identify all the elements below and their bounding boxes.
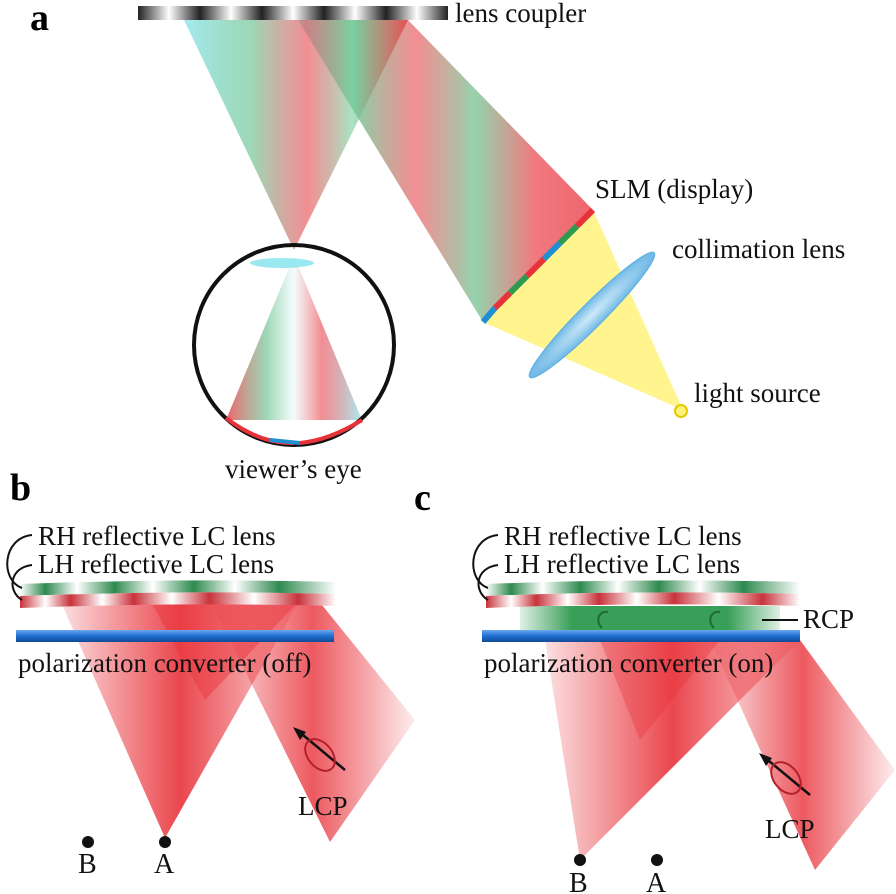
panel-c-rcp-label: RCP: [803, 604, 854, 634]
panel-c-reflected-cone: [545, 640, 800, 860]
panel-b-rh-lc-lens: [20, 580, 336, 596]
panel-c-reflected-cone-b: [600, 640, 720, 740]
panel-b-reflected-cone-a: [60, 600, 300, 838]
panel-c-polarization-converter: [482, 630, 800, 642]
panel-b-lcp-arrow-icon: [293, 727, 346, 772]
lens-coupler-label: lens coupler: [455, 0, 586, 28]
panel-b-lh-bracket: [11, 564, 33, 601]
panel-c-point-a-label: A: [646, 868, 667, 894]
collimation-lens-label: collimation lens: [672, 234, 845, 264]
panel-b-rh-bracket: [6, 534, 33, 589]
panel-b-point-a-label: A: [154, 849, 175, 880]
panel-c-lh-bracket: [477, 564, 499, 601]
panel-c-point-a: [651, 854, 663, 866]
collimation-lens: [528, 251, 656, 379]
panel-b-point-b: [82, 836, 94, 848]
panel-b-reflected-cone-b: [150, 600, 300, 700]
slm-label: SLM (display): [595, 174, 753, 204]
panel-b-converter-label: polarization converter (off): [18, 648, 311, 678]
light-source-dot: [674, 404, 688, 418]
converging-cone: [184, 20, 408, 250]
retina-cone: [226, 256, 362, 420]
panel-b-letter: b: [10, 467, 31, 509]
panel-c-input-beam: [710, 640, 895, 870]
panel-c-lh-lc-lens: [486, 592, 800, 608]
slm-beam: [298, 20, 593, 322]
panel-b-point-b-label: B: [78, 849, 97, 880]
panel-c-point-b: [574, 854, 586, 866]
panel-c-rcp-band: [520, 606, 780, 630]
panel-c-lh-label: LH reflective LC lens: [504, 549, 740, 579]
panel-b-rh-label: RH reflective LC lens: [38, 521, 276, 551]
panel-b-lh-lc-lens: [20, 592, 336, 608]
eye-lens: [250, 258, 314, 268]
panel-c-point-b-label: B: [569, 868, 588, 894]
panel-c-rh-bracket: [472, 534, 499, 589]
lens-coupler: [138, 6, 448, 20]
light-source-label: light source: [694, 378, 821, 408]
retina-image: [224, 416, 364, 446]
viewers-eye-label: viewer’s eye: [225, 454, 362, 484]
panel-c-lcp-label: LCP: [765, 814, 815, 844]
panel-c-rh-lc-lens: [486, 580, 800, 596]
panel-c-lcp-arrow-icon: [759, 753, 811, 796]
panel-b-lcp-label: LCP: [298, 791, 348, 821]
panel-b-lh-label: LH reflective LC lens: [38, 549, 274, 579]
panel-c-converter-label: polarization converter (on): [484, 648, 773, 678]
slm-display: [480, 207, 596, 324]
panel-c-rh-label: RH reflective LC lens: [504, 521, 742, 551]
panel-a-letter: a: [30, 0, 49, 39]
panel-b-polarization-converter: [16, 630, 334, 642]
panel-c-letter: c: [414, 477, 431, 519]
panel-c-rcp-swirl-icon: [597, 610, 721, 629]
panel-b-point-a: [159, 836, 171, 848]
